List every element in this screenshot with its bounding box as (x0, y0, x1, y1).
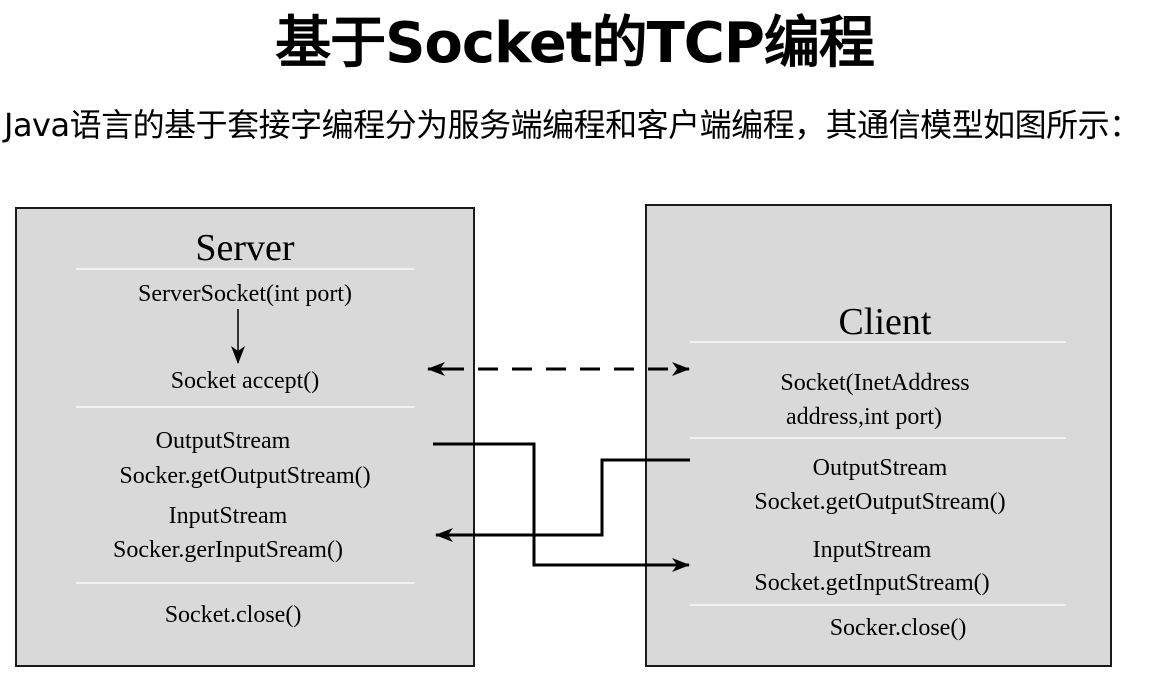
server-outputstream: OutputStream (155, 428, 291, 454)
server-serversocket: ServerSocket(int port) (138, 281, 352, 307)
server-box (15, 207, 475, 667)
client-output-to-server-input-arrow (435, 458, 690, 542)
server-close: Socket.close() (164, 602, 302, 628)
server-divider-2 (76, 406, 414, 408)
client-divider-2 (690, 437, 1066, 439)
server-heading: Server (195, 227, 295, 269)
server-divider-3 (76, 582, 414, 584)
client-outputstream: OutputStream (812, 455, 948, 481)
client-divider-3 (690, 604, 1066, 606)
client-socket-line2: address,int port) (786, 404, 942, 430)
page-title: 基于Socket的TCP编程 (275, 11, 875, 76)
client-getinputstream: Socket.getInputStream() (754, 570, 990, 596)
server-divider-1 (76, 268, 414, 270)
client-divider-1 (690, 341, 1066, 343)
client-close: Socker.close() (829, 615, 967, 641)
server-inputstream: InputStream (168, 503, 288, 529)
server-getinputstream: Socker.gerInputSream() (113, 537, 343, 563)
client-socket-line1: Socket(InetAddress (780, 370, 970, 396)
intro-paragraph: Java语言的基于套接字编程分为服务端编程和客户端编程，其通信模型如图所示： (4, 106, 1141, 144)
client-box (645, 204, 1112, 667)
server-accept: Socket accept() (170, 368, 320, 394)
server-output-to-client-input-arrow (433, 442, 690, 572)
client-inputstream: InputStream (812, 537, 932, 563)
client-heading: Client (838, 301, 932, 343)
server-getoutputstream: Socker.getOutputStream() (119, 463, 371, 489)
client-getoutputstream: Socket.getOutputStream() (754, 489, 1006, 515)
